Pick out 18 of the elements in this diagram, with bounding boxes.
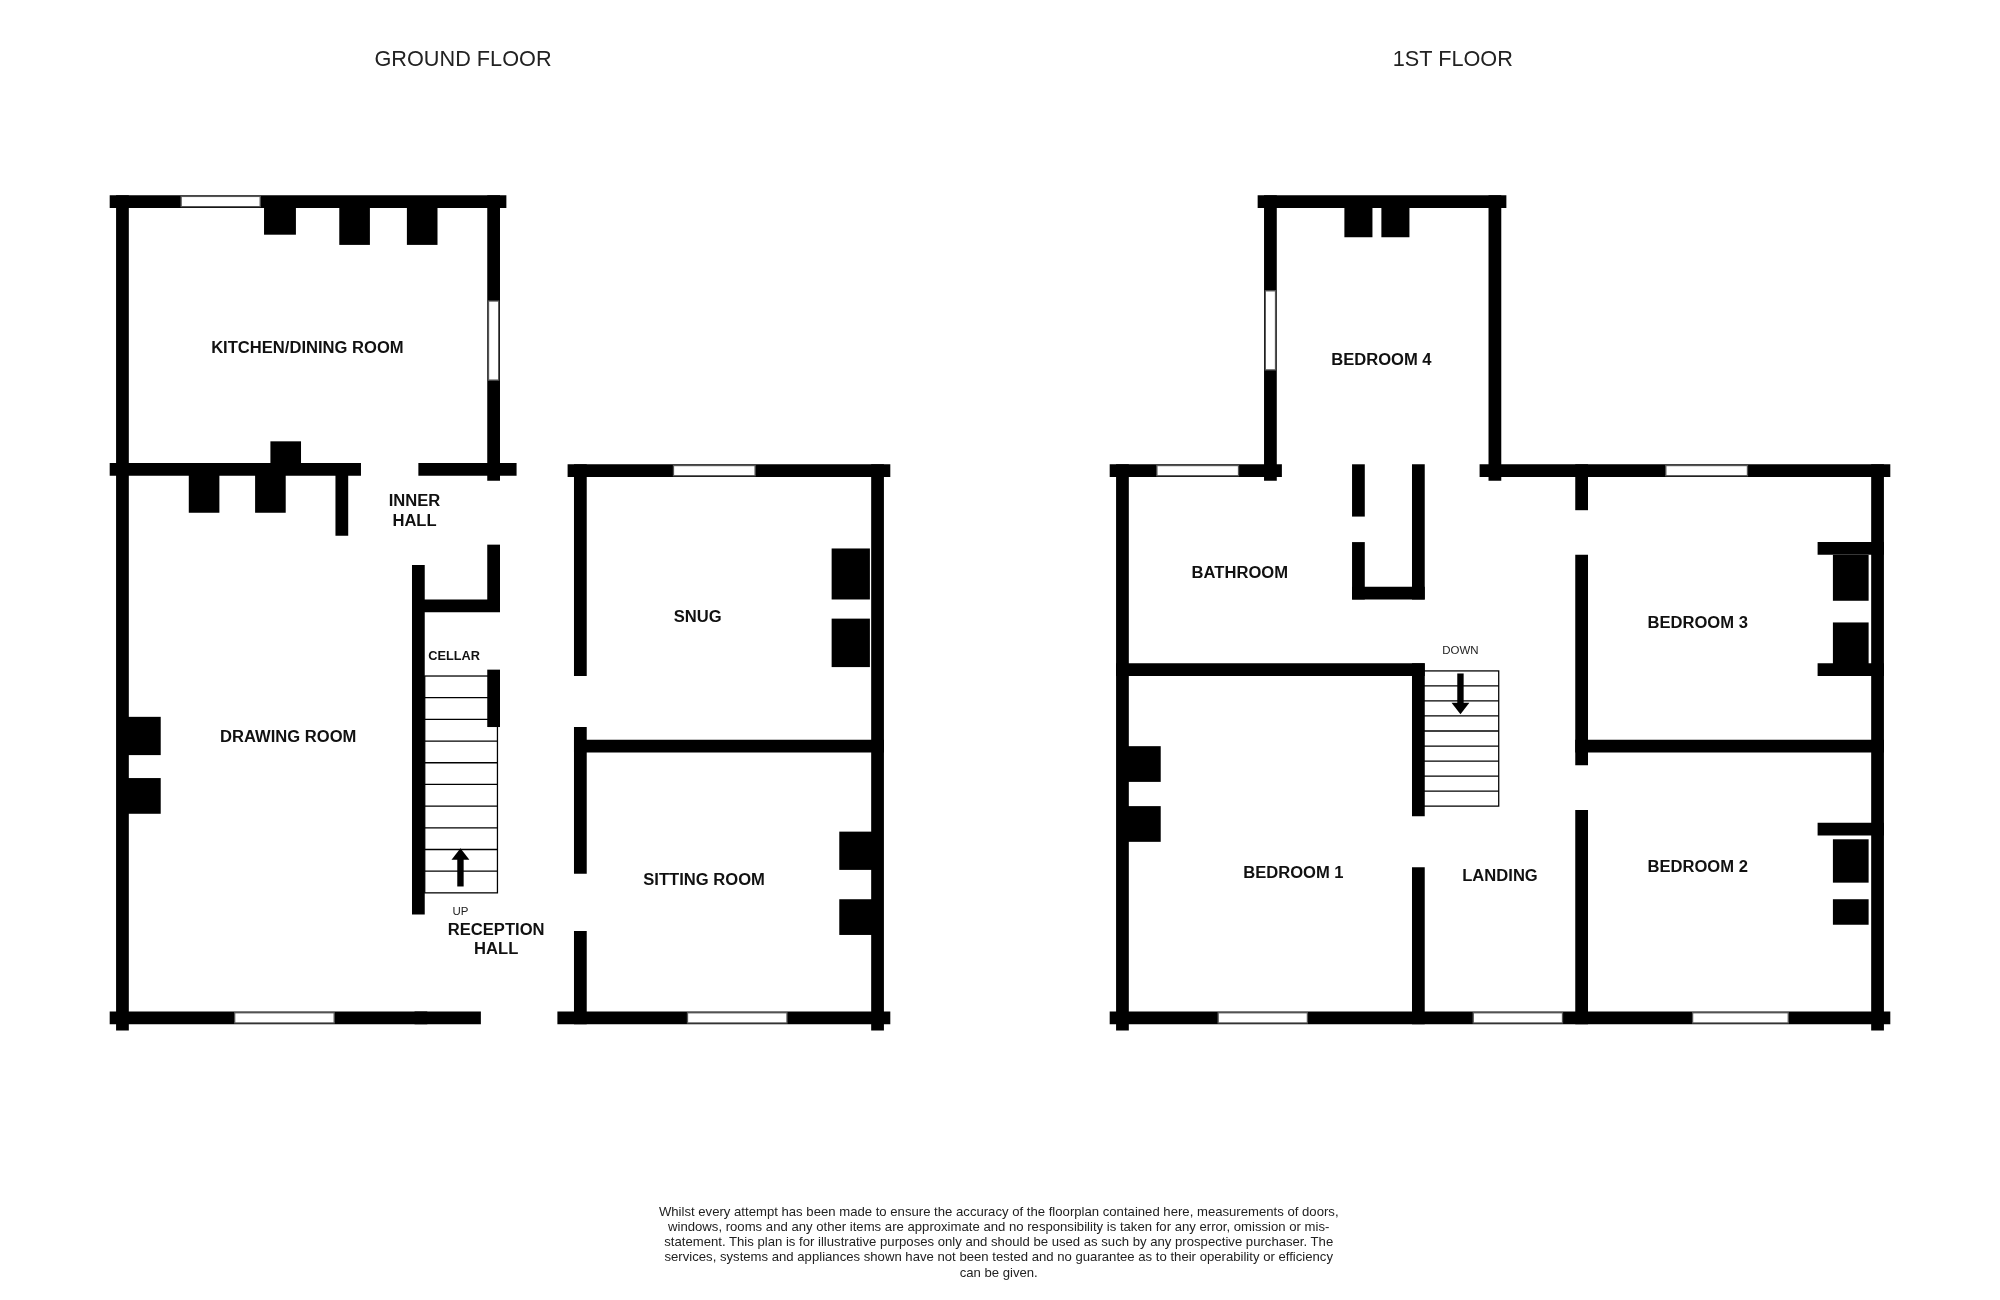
stair-direction-label: DOWN	[1442, 644, 1479, 657]
room-label: CELLAR	[428, 646, 480, 666]
room-label: LANDING	[1462, 865, 1538, 885]
room-label: DRAWING ROOM	[220, 726, 357, 746]
room-label: BEDROOM 3	[1647, 612, 1748, 632]
room-label: BEDROOM 2	[1647, 856, 1748, 876]
disclaimer-text: Whilst every attempt has been made to ensure the accuracy of the floorplan contained here, measurements of doors, windows, rooms and any other items are approximate and no responsibility is taken for any error, omission or mis-statement. This plan is for illustrative purposes only and should be used as such by any prospective purchaser. The services, systems and appliances shown have not been tested and no guarantee as to their operability or efficiency can be given.	[657, 1204, 1340, 1281]
room-label: KITCHEN/DINING ROOM	[211, 337, 404, 357]
room-label: SITTING ROOM	[643, 869, 765, 889]
floor-heading: 1ST FLOOR	[1392, 47, 1513, 73]
room-label: BEDROOM 4	[1331, 350, 1432, 370]
room-label: RECEPTION HALL	[438, 919, 554, 958]
room-label: BEDROOM 1	[1243, 862, 1344, 882]
room-label: SNUG	[673, 606, 722, 626]
stair-direction-label: UP	[452, 904, 469, 918]
room-label: INNER HALL	[376, 491, 453, 530]
room-label: BATHROOM	[1191, 563, 1288, 583]
floor-heading: GROUND FLOOR	[374, 47, 552, 73]
